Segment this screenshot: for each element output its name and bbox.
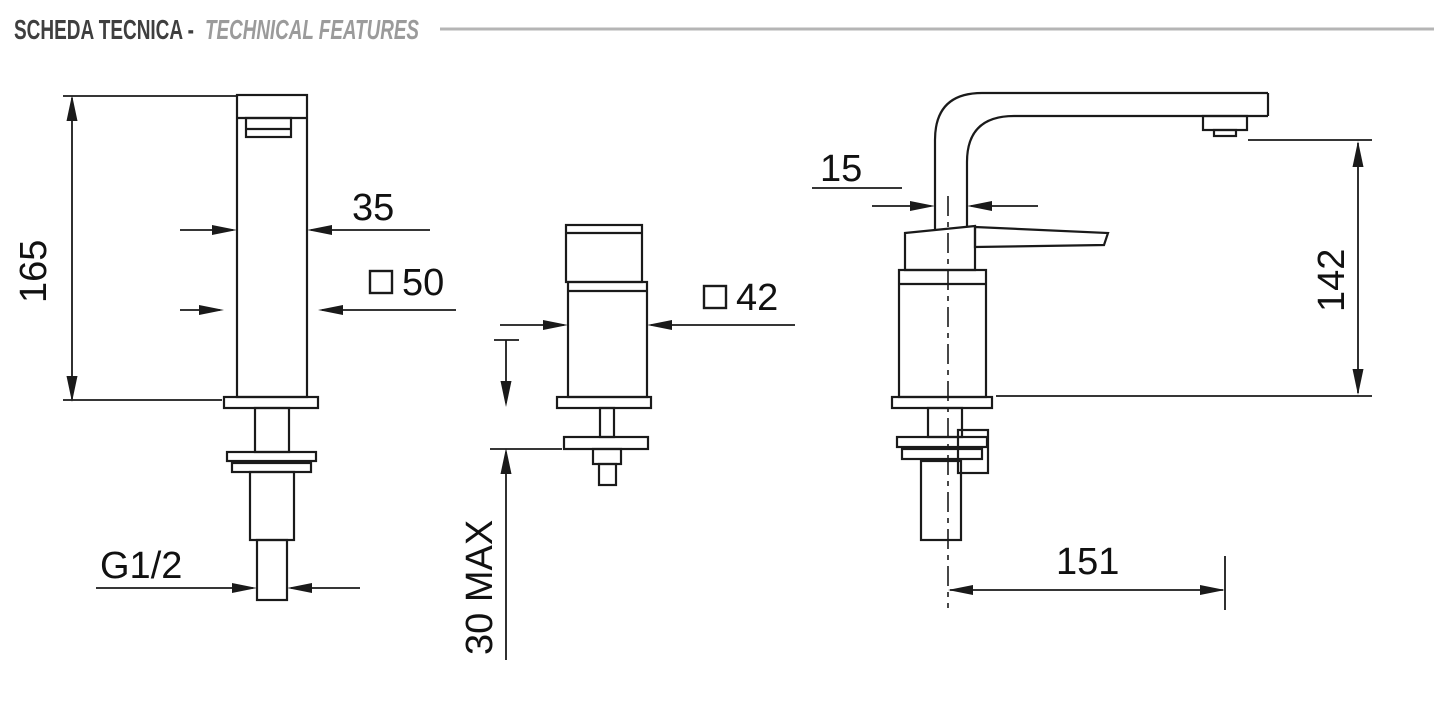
arrow-left-icon — [318, 305, 343, 315]
arrow-down-icon — [500, 381, 512, 407]
arrow-right-icon — [1200, 585, 1225, 595]
threaded-shank — [919, 459, 963, 542]
side-small-view-drawing — [555, 223, 653, 487]
arrow-down-icon — [1352, 369, 1364, 395]
dim-label-height: 165 — [13, 240, 55, 303]
arrow-right-icon — [232, 583, 257, 593]
base-plate — [222, 395, 320, 410]
arrow-right-icon — [212, 225, 237, 235]
page-subtitle: TECHNICAL FEATURES — [205, 14, 419, 45]
clamp-nut — [597, 462, 618, 487]
dim-label-spout-width: 15 — [820, 148, 862, 190]
body-side — [897, 268, 988, 399]
threaded-shank — [248, 470, 296, 542]
front-view-drawing — [222, 93, 320, 602]
arrow-left-icon — [287, 583, 312, 593]
arrow-left-icon — [647, 320, 672, 330]
side-view-drawing — [890, 91, 1270, 542]
dim-label-thread: G1/2 — [100, 545, 182, 587]
side-view-dimensions: 15 142 151 — [812, 139, 1372, 610]
front-view-dimensions: 165 35 50 G1/2 — [13, 95, 456, 593]
arrow-up-icon — [66, 95, 78, 121]
body-side — [566, 280, 649, 399]
arrow-up-icon — [1352, 141, 1364, 167]
arrow-right-icon — [199, 305, 224, 315]
square-symbol-icon — [368, 269, 394, 295]
faucet-body — [235, 93, 309, 399]
arrow-left-icon — [948, 585, 973, 595]
arrow-left-icon — [307, 225, 332, 235]
spout-outer-curve — [933, 91, 983, 141]
lock-nut — [230, 461, 313, 474]
dim-label-body-square: 42 — [736, 277, 778, 319]
fixing-stud — [598, 406, 616, 439]
aerator — [244, 116, 293, 139]
arrow-down-icon — [66, 376, 78, 402]
spout-inner-curve — [965, 114, 1015, 163]
lock-washer — [895, 435, 989, 449]
side-small-view-dimensions: 42 30 MAX — [459, 277, 795, 660]
mount-stem — [253, 406, 291, 454]
clamp-bracket — [956, 428, 990, 475]
page-title: SCHEDA TECNICA - — [14, 14, 194, 45]
dim-label-spout-reach: 151 — [1056, 541, 1119, 583]
base-plate — [890, 395, 994, 410]
dim-label-max-thickness: 30 MAX — [459, 520, 501, 655]
lock-washer — [225, 450, 318, 463]
arrow-left-icon — [967, 201, 992, 211]
square-symbol-icon — [702, 284, 728, 310]
dim-label-base-square: 50 — [402, 262, 444, 304]
arrow-up-icon — [500, 448, 512, 474]
clamp-block — [591, 447, 623, 466]
aerator-outlet — [1212, 128, 1238, 138]
lever-handle — [973, 225, 1110, 249]
dim-label-body-width: 35 — [352, 187, 394, 229]
tail-tube — [255, 538, 289, 602]
header: SCHEDA TECNICA - TECHNICAL FEATURES — [14, 14, 1434, 45]
arrow-right-icon — [543, 320, 568, 330]
clamp-washer — [562, 435, 650, 451]
cartridge-cover — [903, 224, 977, 272]
lock-nut — [900, 447, 984, 461]
aerator — [1201, 114, 1249, 132]
base-plate — [555, 395, 653, 410]
dim-label-spout-height: 142 — [1311, 249, 1353, 312]
arrow-right-icon — [910, 201, 935, 211]
